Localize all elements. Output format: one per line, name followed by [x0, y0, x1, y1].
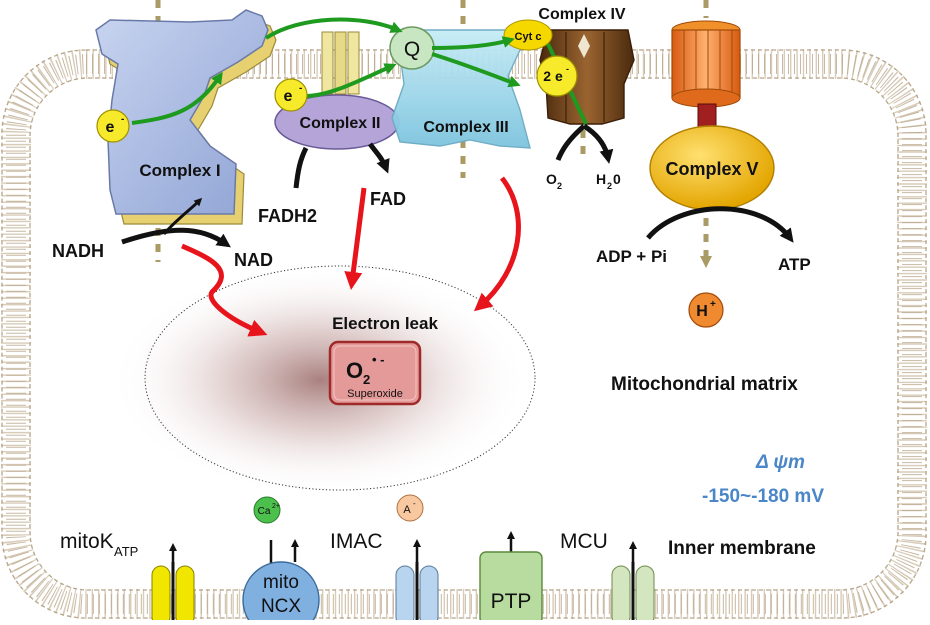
reaction-arrows: [121, 123, 794, 248]
svg-text:0: 0: [613, 171, 621, 187]
atp-label: ATP: [778, 255, 811, 274]
electron-label: e: [284, 88, 293, 105]
membrane-potential: -150~-180 mV: [702, 486, 824, 507]
complex-ii: Complex II: [274, 31, 400, 150]
superoxide-radical: • -: [372, 352, 385, 367]
svg-text:H: H: [596, 171, 606, 187]
electron-leak-region: [110, 265, 536, 495]
complex-i-label: Complex I: [139, 161, 220, 180]
nad-label: NAD: [234, 250, 273, 270]
cytochrome-c: Cyt c: [503, 19, 553, 51]
calcium-ion-charge: 2+: [272, 503, 280, 510]
two-electrons-label: 2 e: [543, 68, 563, 84]
delta-psi-label: Δ ψm: [755, 452, 805, 473]
matrix-label: Mitochondrial matrix: [611, 374, 798, 395]
mitokatp-channel: mitoK ATP: [60, 530, 195, 625]
electron-label: e: [106, 119, 115, 136]
two-electrons-charge: -: [566, 64, 569, 74]
ubiquinone-q: Q: [389, 26, 435, 70]
complex-v-label: Complex V: [665, 159, 758, 179]
mito-ncx-line2: NCX: [261, 596, 301, 617]
mitok-label: mitoK: [60, 530, 114, 553]
electron-charge: -: [299, 83, 302, 94]
ptp-label: PTP: [491, 590, 532, 613]
nadh-label: NADH: [52, 241, 104, 261]
mcu-channel: MCU: [560, 530, 655, 625]
fadh2-label: FADH2: [258, 206, 317, 226]
superoxide-formula: O: [346, 358, 363, 383]
svg-text:O: O: [546, 171, 557, 187]
imac-channel: IMAC A -: [330, 494, 439, 625]
oxygen-label: O 2: [546, 171, 562, 191]
svg-text:2: 2: [363, 372, 370, 387]
electron-leak-label: Electron leak: [332, 314, 438, 333]
electron-leak-arrows: [181, 176, 521, 337]
q-label: Q: [404, 38, 420, 61]
superoxide-name: Superoxide: [347, 388, 403, 400]
mitok-atp-sub: ATP: [114, 544, 138, 559]
anion-label: A: [403, 504, 411, 516]
complex-iv-label: Complex IV: [538, 6, 625, 23]
electron-charge: -: [121, 114, 124, 125]
two-electrons: 2 e -: [536, 55, 578, 97]
water-label: H 2 0: [596, 171, 621, 191]
inner-membrane-label: Inner membrane: [668, 538, 816, 559]
h-plus-charge: +: [710, 299, 716, 310]
ptp-pore: PTP: [479, 531, 543, 625]
svg-text:2: 2: [607, 181, 612, 191]
electron-carrier-1: e -: [96, 109, 130, 143]
electron-carrier-2: e -: [274, 78, 308, 112]
imac-label: IMAC: [330, 530, 383, 553]
complex-iii-label: Complex III: [423, 119, 508, 136]
calcium-ion-label: Ca: [258, 506, 271, 517]
mito-ncx-exchanger: Ca 2+ mito NCX: [242, 496, 320, 625]
complex-v: Complex V: [649, 20, 775, 211]
adp-pi-label: ADP + Pi: [596, 247, 667, 266]
svg-text:2: 2: [557, 181, 562, 191]
anion-charge: -: [413, 499, 416, 508]
h-plus-label: H: [696, 303, 708, 320]
proton-h-plus: H +: [688, 292, 724, 328]
fad-label: FAD: [370, 189, 406, 209]
superoxide-box: O 2 • - Superoxide: [328, 340, 422, 406]
complex-ii-label: Complex II: [300, 115, 381, 132]
complex-iv: Complex IV: [538, 6, 635, 125]
cyt-c-label: Cyt c: [515, 31, 542, 43]
mito-ncx-line1: mito: [263, 572, 299, 593]
mcu-label: MCU: [560, 530, 608, 553]
